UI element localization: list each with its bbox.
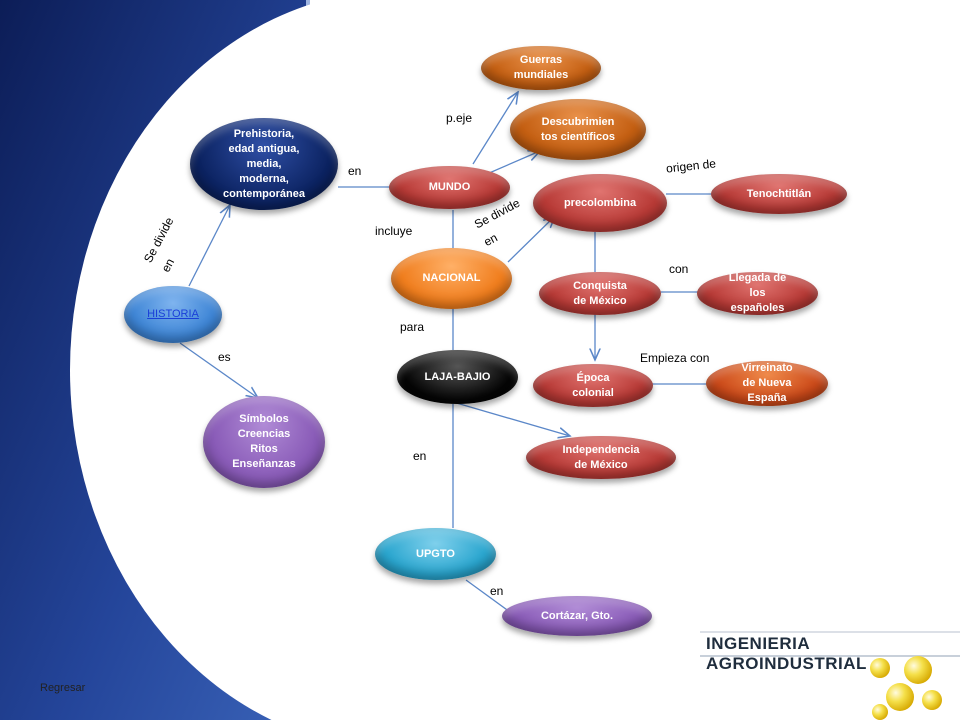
virreinato-node: Virreinato de Nueva España (706, 361, 828, 406)
precolombina-node: precolombina (533, 174, 667, 232)
label-con: con (669, 262, 689, 276)
historia-link[interactable]: HISTORIA (147, 308, 199, 320)
conquista-node: Conquista de México (539, 272, 661, 315)
guerras-node: Guerras mundiales (481, 46, 601, 90)
label-para: para (400, 320, 425, 334)
mundo-node: MUNDO (389, 166, 510, 209)
label-empieza-con: Empieza con (640, 351, 710, 365)
independencia-node: Independencia de México (526, 436, 676, 479)
upgto-node: UPGTO (375, 528, 496, 580)
tenochtitlan-node: Tenochtitlán (711, 174, 847, 214)
historia-node[interactable]: HISTORIA (124, 286, 222, 343)
laja-bajio-node: LAJA-BAJIO (397, 350, 518, 404)
regresar-link[interactable]: Regresar (40, 682, 86, 694)
brand-title: INGENIERIA AGROINDUSTRIAL (706, 634, 867, 673)
label-en-upgto: en (413, 449, 427, 463)
cortazar-node: Cortázar, Gto. (502, 596, 652, 636)
descubrimientos-node: Descubrimien tos científicos (510, 99, 646, 160)
label-incluye: incluye (375, 224, 413, 238)
simbolos-node: Símbolos Creencias Ritos Enseñanzas (203, 396, 325, 488)
epoca-colonial-node: Época colonial (533, 364, 653, 407)
llegada-node: Llegada de los españoles (697, 272, 818, 315)
label-p-eje: p.eje (446, 111, 473, 125)
label-en-mundo: en (348, 164, 362, 178)
label-es: es (218, 350, 231, 364)
prehistoria-node: Prehistoria, edad antigua, media, modern… (190, 118, 338, 210)
nacional-node: NACIONAL (391, 248, 512, 309)
label-en-cortazar: en (490, 584, 504, 598)
